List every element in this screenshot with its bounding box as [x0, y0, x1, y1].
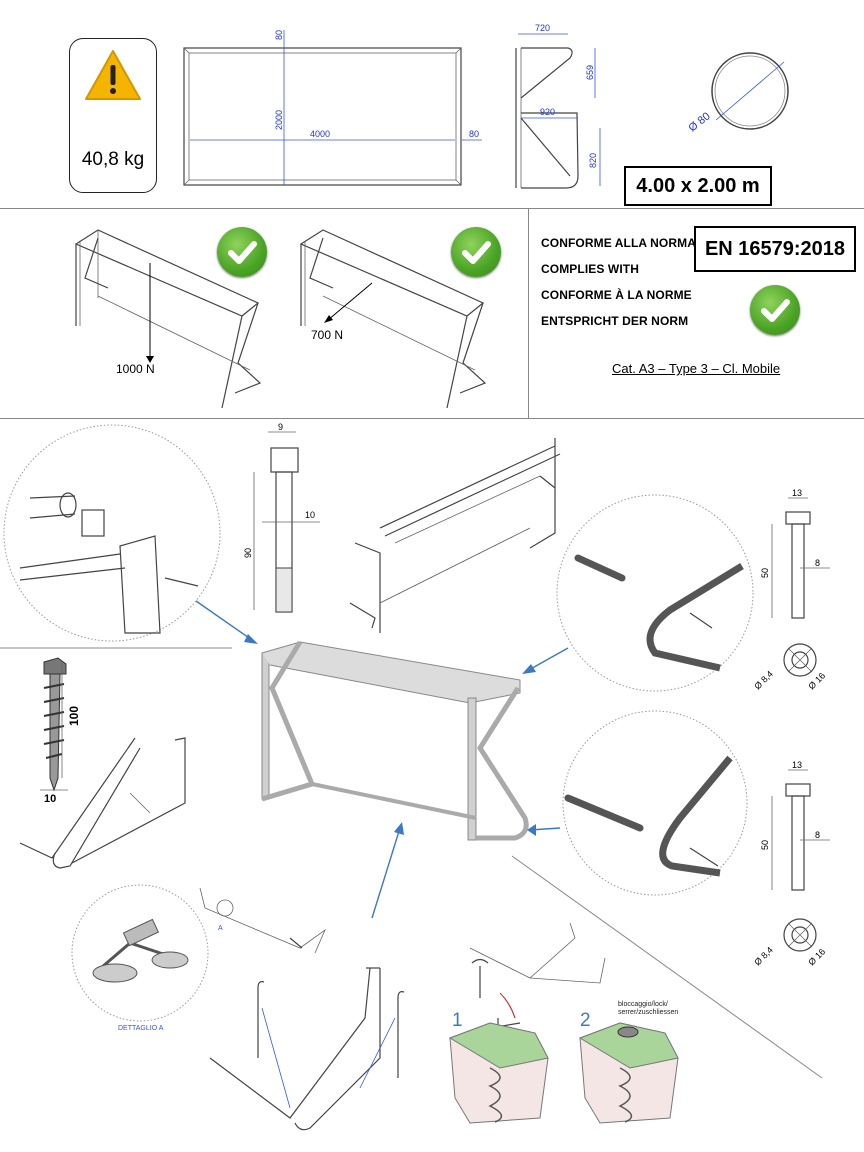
- pin-shaft-dim: 10: [305, 510, 315, 520]
- dim-top-height: 80: [274, 30, 284, 40]
- anchor-length-dim: 100: [67, 706, 81, 726]
- lock-label-2: serrer/zuschliessen: [618, 1009, 678, 1016]
- standard-label: EN 16579:2018: [694, 226, 856, 272]
- pin-length-dim: 90: [243, 548, 253, 558]
- assembly-drawing: [0, 424, 830, 1131]
- detail-a-label: DETTAGLIO A: [118, 1025, 164, 1032]
- bolt-top-length-dim: 50: [760, 568, 770, 578]
- divider-bottom: [0, 418, 864, 419]
- weight-box: 40,8 kg: [69, 38, 157, 193]
- size-label: 4.00 x 2.00 m: [624, 166, 772, 206]
- check-icon: [217, 227, 267, 277]
- compliance-line-de: ENTSPRICHT DER NORM: [541, 314, 689, 328]
- lock-label-1: bloccaggio/lock/: [618, 1001, 668, 1008]
- load-force-1: 1000 N: [116, 362, 155, 376]
- anchor-diameter-dim: 10: [44, 793, 56, 805]
- warning-triangle-icon: [85, 50, 141, 100]
- assembly-labels: 9 10 90 13 8 50 Ø 8,4 Ø 16 13 8 50 Ø 8,4…: [44, 422, 827, 1032]
- load-test-drawings: [74, 229, 487, 409]
- step-2-label: 2: [580, 1010, 591, 1031]
- dim-base-depth: 920: [540, 107, 555, 117]
- dim-width: 4000: [310, 129, 330, 139]
- compliance-line-it: CONFORME ALLA NORMA: [541, 236, 696, 250]
- divider-top: [0, 208, 864, 209]
- bolt-bottom-shaft-dim: 8: [815, 830, 820, 840]
- dim-lower-height: 820: [588, 153, 598, 168]
- compliance-line-fr: CONFORME À LA NORME: [541, 288, 692, 302]
- bolt-bottom-head-dim: 13: [792, 760, 802, 770]
- dim-diameter: Ø 80: [686, 110, 712, 134]
- bolt-top-head-dim: 13: [792, 488, 802, 498]
- check-icon: [750, 285, 800, 335]
- bolt-bottom-hole-b: Ø 16: [806, 947, 827, 968]
- compliance-line-en: COMPLIES WITH: [541, 262, 639, 276]
- pin-head-dim: 9: [278, 422, 283, 432]
- bolt-bottom-length-dim: 50: [760, 840, 770, 850]
- bolt-top-hole-b: Ø 16: [806, 671, 827, 692]
- bolt-top-hole-a: Ø 8,4: [752, 669, 775, 692]
- category-label: Cat. A3 – Type 3 – Cl. Mobile: [612, 361, 781, 376]
- dim-upper-height: 659: [585, 65, 595, 80]
- divider-vertical: [528, 208, 529, 418]
- bolt-bottom-hole-a: Ø 8,4: [752, 945, 775, 968]
- detail-a-marker: A: [218, 925, 223, 932]
- weight-value: 40,8 kg: [81, 149, 145, 170]
- front-view-drawing: [183, 30, 789, 189]
- bolt-top-shaft-dim: 8: [815, 558, 820, 568]
- front-view-labels: 80 2000 4000 80 720 659 920 820 Ø 80: [274, 23, 713, 168]
- dim-height: 2000: [274, 110, 284, 130]
- dim-top-depth: 720: [535, 23, 550, 33]
- check-icon: [451, 227, 501, 277]
- dim-post-width: 80: [469, 129, 479, 139]
- load-force-2: 700 N: [311, 328, 344, 342]
- step-1-label: 1: [452, 1010, 463, 1031]
